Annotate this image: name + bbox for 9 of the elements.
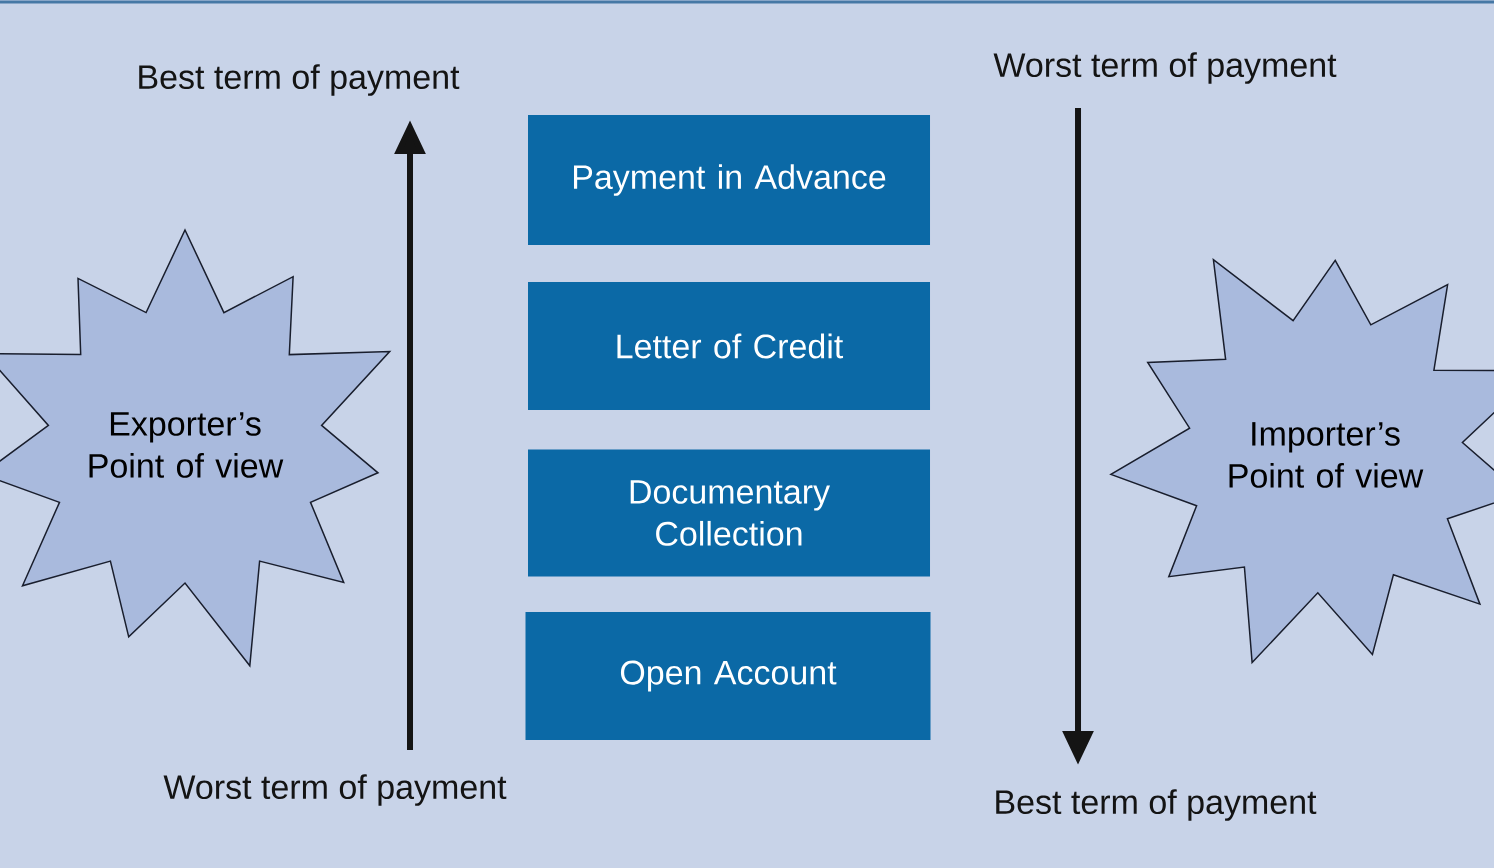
term-label: Worst term of payment xyxy=(993,52,1337,84)
payment-box: Open Account xyxy=(525,612,931,740)
term-label: Best term of payment xyxy=(139,64,460,96)
payment-box: Documentary Collection xyxy=(528,449,930,577)
starburst: Importer’s Point of view xyxy=(1109,257,1494,665)
term-label: Worst term of payment xyxy=(163,774,507,806)
term-label: Best term of payment xyxy=(996,789,1317,821)
payment-box: Letter of Credit xyxy=(528,282,930,410)
payment-box: Payment in Advance xyxy=(528,115,930,245)
